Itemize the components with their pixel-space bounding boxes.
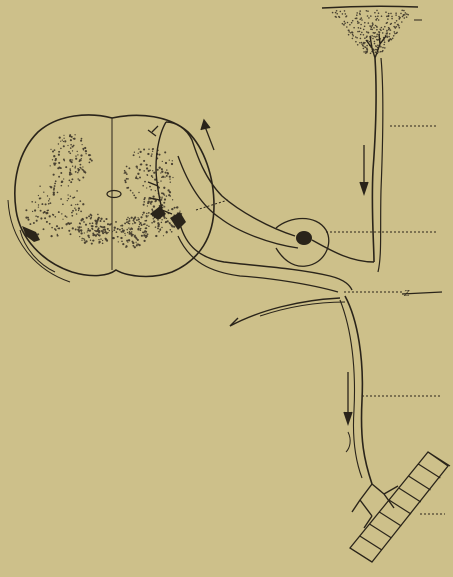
muscle-fiber (350, 452, 450, 562)
spinal-ganglion (276, 219, 374, 267)
skin-receptor (322, 6, 422, 60)
spinal-cord-section (8, 115, 214, 282)
leader-lines (196, 126, 445, 514)
efferent-nerve-fiber (340, 296, 372, 484)
fiber-label: Z (402, 289, 442, 298)
afferent-nerve-fiber (360, 58, 383, 272)
